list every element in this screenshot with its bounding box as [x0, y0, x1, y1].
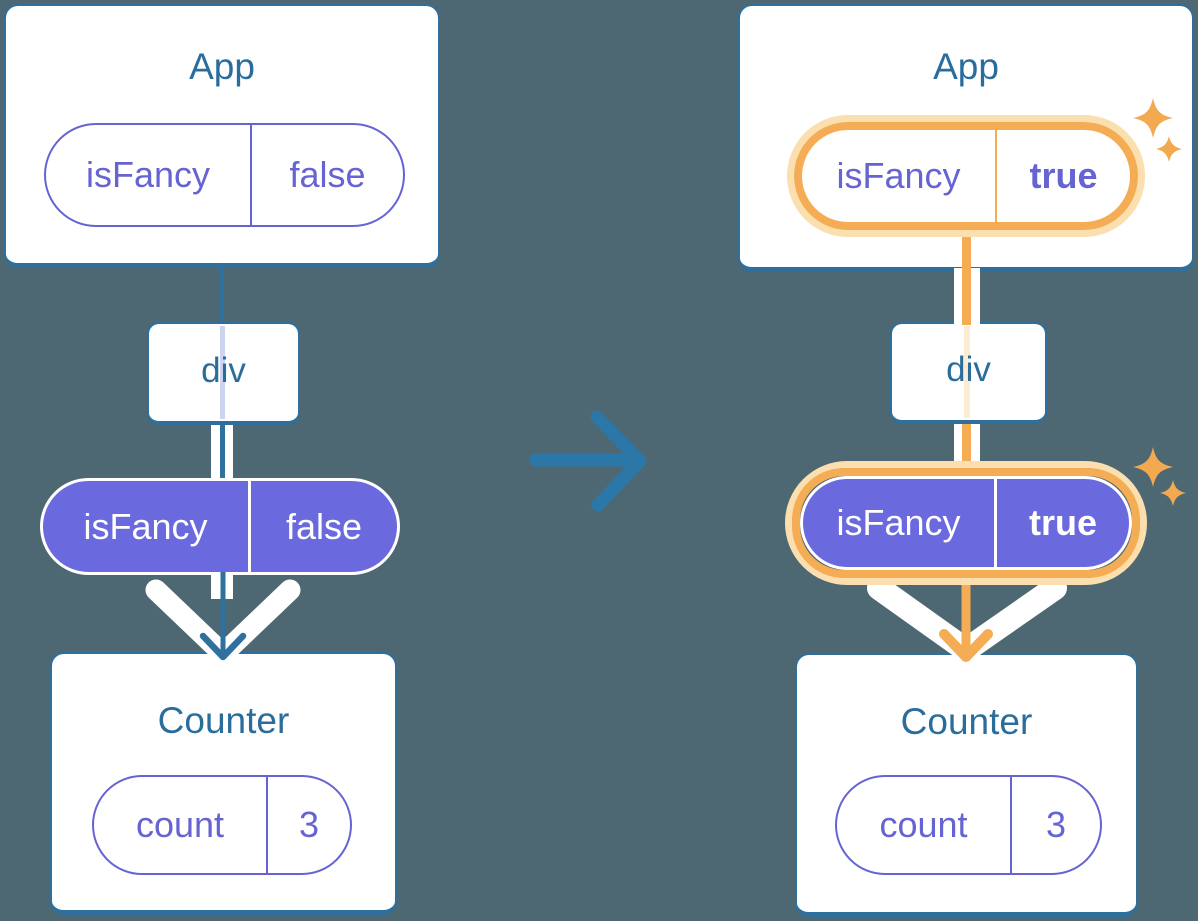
counter-state-pill-before: count 3 [92, 775, 352, 875]
counter-title-after: Counter [900, 701, 1033, 742]
app-prop-pill-before: isFancy false [44, 123, 405, 227]
div-node-before: div [147, 322, 300, 425]
connector-app-div-before [219, 264, 224, 326]
prop-rail-teal-before [220, 423, 225, 481]
div-label-after: div [946, 350, 991, 389]
highlight-ring: isFancy true [792, 468, 1140, 578]
prop-trace-line-before [220, 326, 225, 419]
highlight-ring: isFancy true [794, 122, 1138, 230]
prop-name-label: isFancy [803, 479, 997, 567]
counter-card-before: Counter count 3 [50, 652, 397, 915]
state-value-label: 3 [298, 804, 320, 845]
purple-pill: isFancy true [800, 476, 1132, 570]
app-title-after: App [933, 46, 999, 87]
app-card-before: App isFancy false [4, 4, 440, 268]
sparkles-icon [1133, 98, 1182, 162]
prop-value-label: true [1029, 155, 1098, 196]
flow-down-arrow-icon-before [145, 572, 301, 665]
passed-prop-pill-after: isFancy true [785, 461, 1147, 585]
sparkles-icon [1133, 447, 1186, 506]
passed-prop-pill-before: isFancy false [40, 478, 400, 575]
counter-title-before: Counter [157, 700, 290, 741]
div-label-before: div [201, 350, 246, 390]
prop-trace-line-after [964, 326, 970, 418]
div-node-after: div [890, 322, 1047, 424]
counter-card-after: Counter count 3 [795, 653, 1138, 917]
app-title-before: App [189, 46, 255, 87]
state-name-label: count [94, 777, 268, 873]
state-name-label: count [837, 777, 1012, 873]
prop-value-label: false [285, 505, 363, 547]
flow-line-orange2-after [962, 421, 971, 467]
prop-name-label: isFancy [46, 125, 252, 225]
flow-down-arrow-icon-after [867, 576, 1067, 662]
prop-name-label: isFancy [802, 130, 997, 222]
state-value-label: 3 [1045, 804, 1067, 845]
prop-value-label: true [1028, 502, 1097, 543]
prop-name-label: isFancy [43, 481, 251, 572]
flow-line-orange-after [962, 235, 971, 325]
counter-state-pill-after: count 3 [835, 775, 1102, 875]
prop-value-label: false [289, 154, 366, 195]
transition-right-arrow-icon [529, 410, 647, 512]
app-prop-pill-after: isFancy true [787, 115, 1145, 237]
